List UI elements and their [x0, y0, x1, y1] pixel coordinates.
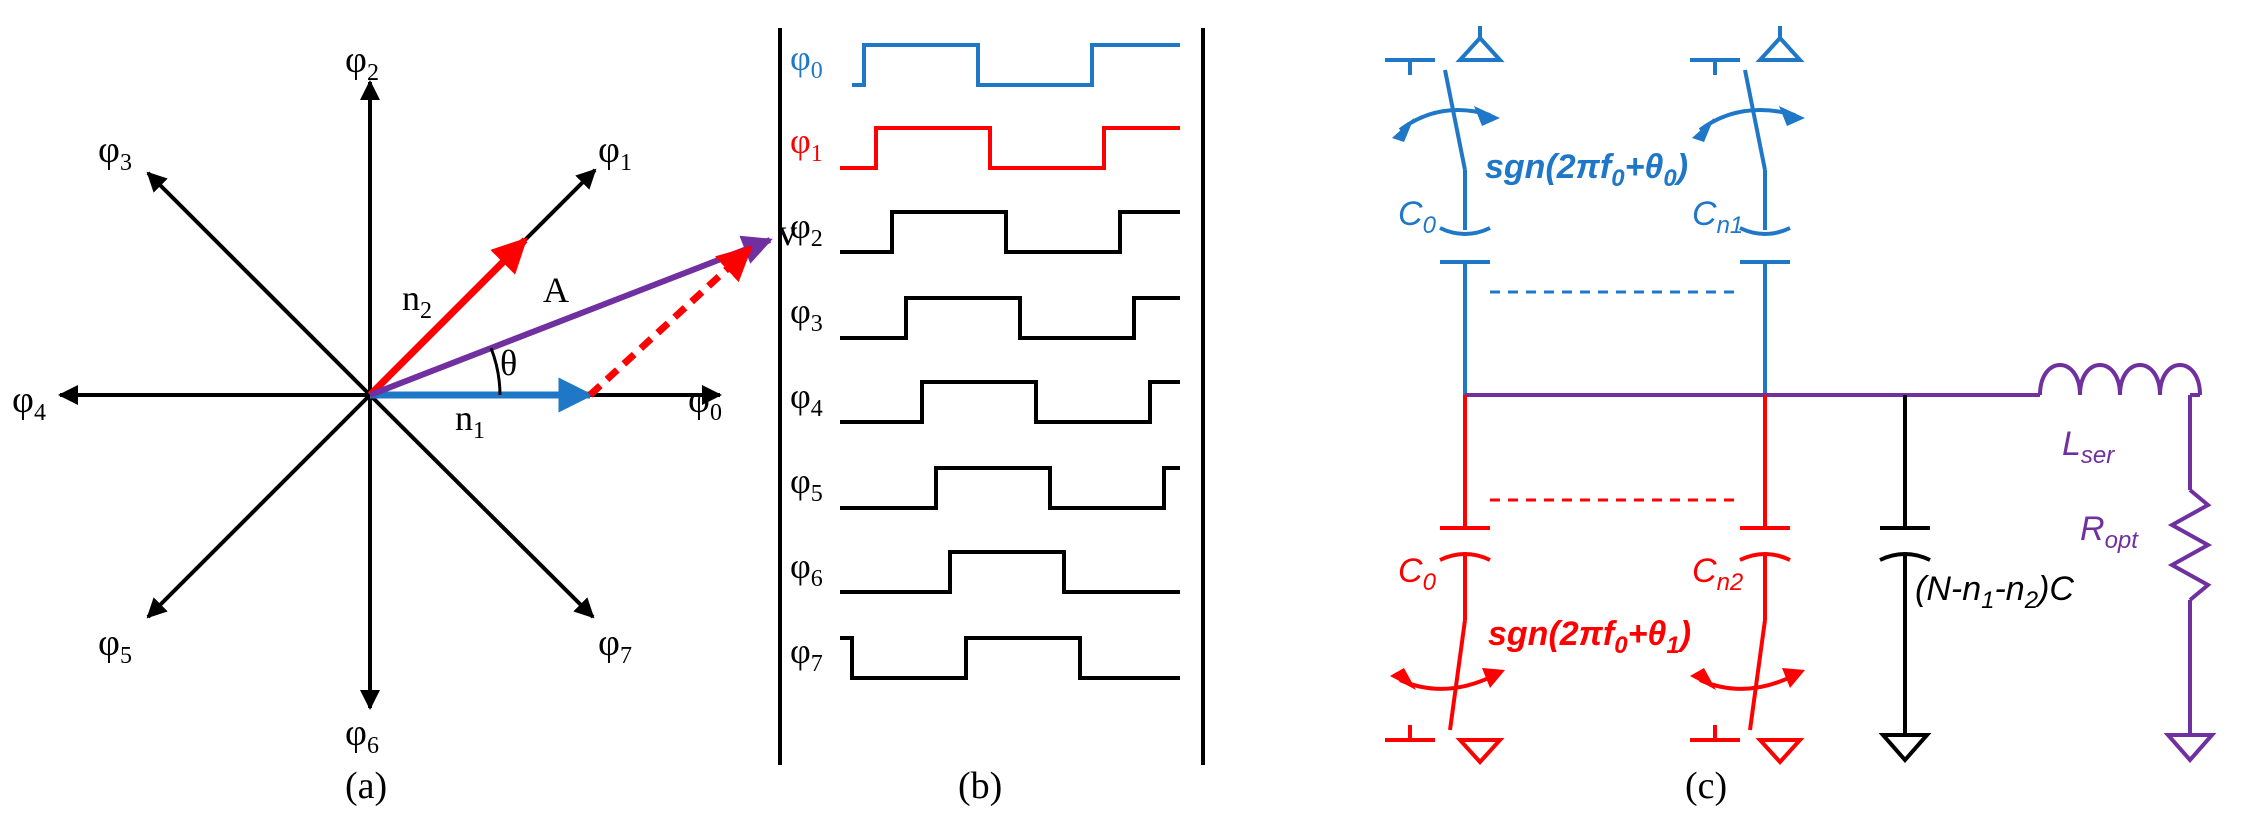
label-phi6: φ6	[345, 712, 379, 759]
label-phi0: φ0	[688, 379, 722, 426]
waveform-phi7	[840, 636, 1180, 680]
swing-arrow-head-br1	[1692, 118, 1714, 142]
waveform-phi2	[840, 210, 1180, 254]
ground-purple	[2163, 733, 2217, 764]
label-n1: n1	[455, 398, 485, 444]
label-c0-blue: C0	[1398, 195, 1437, 239]
cap-c0-blue-plate-top	[1439, 226, 1491, 236]
ground-black	[1878, 733, 1932, 764]
vector-n2	[367, 237, 528, 398]
label-phi1: φ1	[598, 129, 632, 176]
vector-A	[368, 235, 773, 398]
swing-arrow-head-br2	[1779, 106, 1805, 126]
label-b-phi1: φ1	[790, 121, 823, 167]
label-phi2: φ2	[345, 39, 379, 86]
label-phi4: φ4	[12, 379, 46, 426]
inductor-lser	[2038, 363, 2202, 396]
waveform-phi5	[840, 466, 1180, 510]
switch-blade-red-left	[1448, 619, 1467, 731]
label-A: A	[543, 270, 569, 310]
swing-arrow-head-rr1	[1690, 668, 1716, 690]
waveform-phi6	[840, 550, 1180, 594]
swing-arrow-head-bl1	[1392, 118, 1414, 142]
shunt-plate-bottom	[1879, 552, 1931, 562]
label-n2: n2	[402, 278, 432, 324]
label-phi5: φ5	[98, 622, 132, 669]
label-b-phi2: φ2	[790, 206, 823, 252]
red-branch-right	[1690, 395, 1805, 765]
panel-c-circuit: sgn(2πf0+θ0) C0 Cn1 C0 Cn2 sgn(2πf0+θ1) …	[1385, 26, 2217, 807]
red-branch-left	[1385, 395, 1740, 765]
swing-arrow-head-rl2	[1482, 668, 1505, 688]
label-v: v	[778, 212, 797, 254]
label-theta: θ	[500, 343, 517, 383]
label-b-phi6: φ6	[790, 546, 823, 592]
axis-phi3	[146, 171, 372, 397]
panel-b-waveforms: φ0 φ1 φ2 φ3 φ4 φ5 φ6 φ7 (b)	[778, 28, 1205, 807]
label-cn2: Cn2	[1692, 552, 1743, 596]
blue-branch-right	[1490, 26, 1805, 395]
swing-arrow-head-rr2	[1782, 668, 1805, 688]
vector-n2-translated	[587, 245, 753, 398]
switch-blade-blue-right	[1743, 69, 1767, 171]
label-blue-control: sgn(2πf0+θ0)	[1485, 148, 1688, 192]
panel-a-phasor-diagram: φ0 φ1 φ2 φ3 φ4 φ5 φ6 φ7 n1 n2 A θ v (a)	[12, 39, 797, 807]
swing-arrow-head-rl1	[1390, 668, 1416, 690]
shunt-capacitor	[1878, 395, 1932, 764]
switch-swing-arc-blue-left	[1398, 108, 1491, 132]
ground-red-left	[1455, 738, 1505, 765]
label-lser: Lser	[2062, 425, 2115, 469]
cap-cn2-plate-bottom	[1739, 552, 1791, 562]
cap-c0-red-plate-bottom	[1439, 552, 1491, 562]
label-b-phi5: φ5	[790, 461, 823, 507]
axis-phi5	[146, 393, 372, 619]
waveform-phi1	[840, 126, 1180, 170]
switch-blade-red-right	[1748, 619, 1767, 731]
axis-phi7	[368, 393, 595, 619]
label-ropt: Ropt	[2080, 510, 2139, 554]
resistor-ropt	[2167, 488, 2213, 602]
theta-arc	[489, 347, 502, 396]
label-b-phi3: φ3	[790, 291, 823, 337]
swing-arrow-head-bl2	[1474, 106, 1500, 126]
label-phi3: φ3	[98, 129, 132, 176]
waveform-phi3	[840, 296, 1180, 340]
label-b-phi7: φ7	[790, 631, 823, 677]
caption-a: (a)	[345, 765, 387, 807]
output-network	[1465, 363, 2217, 764]
waveform-phi0	[852, 43, 1180, 87]
label-phi7: φ7	[598, 622, 632, 669]
waveform-phi4	[840, 380, 1180, 424]
label-cn1: Cn1	[1692, 195, 1743, 239]
label-red-control: sgn(2πf0+θ1)	[1488, 615, 1691, 659]
label-b-phi0: φ0	[790, 38, 823, 84]
switch-blade-blue-left	[1443, 69, 1467, 171]
label-c0-red: C0	[1398, 552, 1437, 596]
switch-swing-arc-blue-right	[1698, 108, 1796, 132]
label-b-phi4: φ4	[790, 376, 823, 422]
caption-b: (b)	[958, 765, 1002, 807]
label-shunt-cap: (N-n1-n2)C	[1915, 570, 2074, 614]
caption-c: (c)	[1685, 765, 1727, 807]
cap-cn1-plate-top	[1739, 226, 1791, 236]
ground-red-right	[1755, 738, 1805, 765]
